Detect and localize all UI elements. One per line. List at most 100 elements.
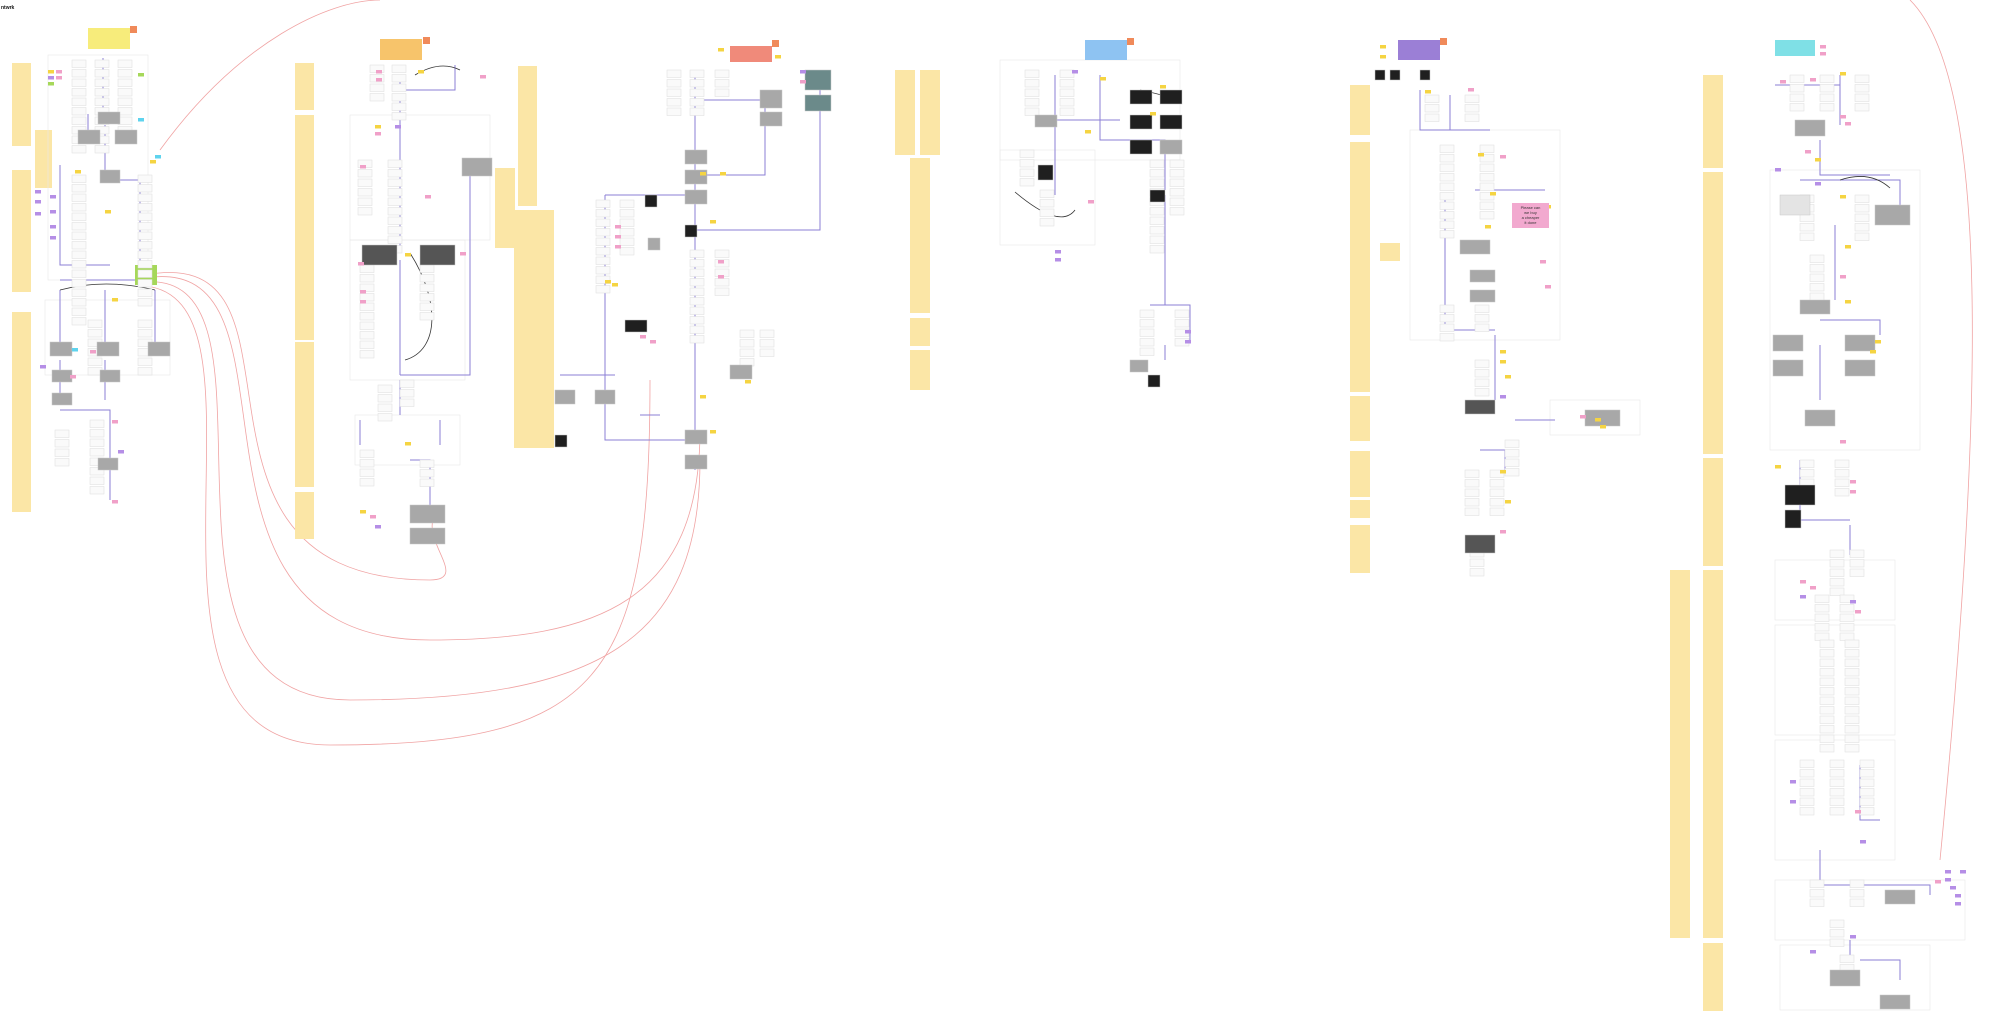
tag-label[interactable] — [1850, 600, 1856, 604]
flow-card[interactable] — [71, 78, 87, 87]
flow-card[interactable] — [137, 329, 153, 338]
flow-card[interactable] — [689, 306, 705, 315]
screen-thumbnail[interactable] — [1874, 204, 1911, 226]
flow-card[interactable] — [419, 302, 435, 311]
tag-label[interactable] — [1855, 810, 1861, 814]
flow-card[interactable] — [1859, 759, 1875, 768]
flow-card[interactable] — [1474, 378, 1490, 387]
flow-card[interactable] — [71, 231, 87, 240]
screen-thumbnail[interactable] — [97, 457, 119, 471]
flow-card[interactable] — [71, 250, 87, 259]
screen-thumbnail[interactable] — [1794, 119, 1826, 137]
flow-card[interactable] — [739, 329, 755, 338]
tag-label[interactable] — [700, 172, 706, 176]
flow-card[interactable] — [387, 188, 403, 197]
flow-card[interactable] — [1139, 328, 1155, 337]
screen-thumbnail[interactable] — [1037, 164, 1054, 181]
screen-thumbnail[interactable] — [1469, 269, 1496, 283]
tag-label[interactable] — [1945, 870, 1951, 874]
flow-card[interactable] — [1439, 323, 1455, 332]
screen-thumbnail[interactable] — [1459, 239, 1491, 255]
flow-card[interactable] — [1809, 879, 1825, 888]
flow-card[interactable] — [359, 459, 375, 468]
flow-card[interactable] — [54, 439, 70, 448]
flow-card[interactable] — [1149, 159, 1165, 168]
flow-card[interactable] — [595, 237, 611, 246]
flow-card[interactable] — [1814, 632, 1830, 641]
flow-card[interactable] — [1024, 107, 1040, 116]
flow-card[interactable] — [89, 467, 105, 476]
flow-card[interactable] — [137, 250, 153, 259]
flow-card[interactable] — [1169, 207, 1185, 216]
flow-card[interactable] — [137, 231, 153, 240]
tag-label[interactable] — [1850, 935, 1856, 939]
flow-card[interactable] — [71, 307, 87, 316]
flow-card[interactable] — [377, 384, 393, 393]
flow-card[interactable] — [71, 269, 87, 278]
tag-label[interactable] — [1850, 490, 1856, 494]
flow-card[interactable] — [1149, 207, 1165, 216]
flow-card[interactable] — [1819, 649, 1835, 658]
tag-label[interactable] — [90, 350, 96, 354]
flow-card[interactable] — [1834, 469, 1850, 478]
flow-card[interactable] — [619, 237, 635, 246]
flow-card[interactable] — [357, 169, 373, 178]
flow-card[interactable] — [359, 312, 375, 321]
flow-card[interactable] — [387, 226, 403, 235]
flow-card[interactable] — [1854, 103, 1870, 112]
screen-thumbnail[interactable] — [77, 129, 101, 145]
flow-card[interactable] — [1809, 889, 1825, 898]
flow-card[interactable] — [1854, 232, 1870, 241]
flow-card[interactable] — [1139, 347, 1155, 356]
flow-card[interactable] — [89, 429, 105, 438]
flow-card[interactable] — [391, 112, 407, 121]
screen-thumbnail[interactable] — [1129, 139, 1153, 155]
flow-card[interactable] — [391, 64, 407, 73]
flow-card[interactable] — [89, 419, 105, 428]
flow-card[interactable] — [1854, 74, 1870, 83]
flow-card[interactable] — [1139, 309, 1155, 318]
tag-label[interactable] — [605, 280, 611, 284]
tag-label[interactable] — [1875, 340, 1881, 344]
flow-card[interactable] — [1809, 283, 1825, 292]
flow-card[interactable] — [419, 264, 435, 273]
flow-card[interactable] — [1139, 338, 1155, 347]
screen-thumbnail[interactable] — [1129, 114, 1153, 130]
flow-card[interactable] — [1139, 319, 1155, 328]
flow-card[interactable] — [1149, 235, 1165, 244]
tag-label[interactable] — [405, 253, 411, 257]
flow-card[interactable] — [1024, 88, 1040, 97]
tag-label[interactable] — [1100, 77, 1106, 81]
flow-card[interactable] — [595, 228, 611, 237]
flow-card[interactable] — [1439, 314, 1455, 323]
flow-card[interactable] — [359, 293, 375, 302]
flow-card[interactable] — [1844, 734, 1860, 743]
screen-thumbnail[interactable] — [419, 244, 456, 266]
flow-card[interactable] — [137, 222, 153, 231]
flow-card[interactable] — [1504, 468, 1520, 477]
flow-card[interactable] — [377, 403, 393, 412]
flow-card[interactable] — [387, 207, 403, 216]
screen-thumbnail[interactable] — [99, 169, 121, 184]
flow-card[interactable] — [89, 448, 105, 457]
flow-card[interactable] — [1799, 223, 1815, 232]
tag-label[interactable] — [1055, 250, 1061, 254]
flow-card[interactable] — [54, 429, 70, 438]
flow-card[interactable] — [714, 69, 730, 78]
tag-label[interactable] — [360, 510, 366, 514]
flow-card[interactable] — [1859, 769, 1875, 778]
flow-card[interactable] — [1819, 74, 1835, 83]
tag-label[interactable] — [718, 260, 724, 264]
flow-card[interactable] — [619, 218, 635, 227]
flow-card[interactable] — [1829, 778, 1845, 787]
tag-label[interactable] — [1185, 330, 1191, 334]
tag-label[interactable] — [1935, 880, 1941, 884]
screen-thumbnail[interactable] — [409, 527, 446, 545]
flow-card[interactable] — [1829, 929, 1845, 938]
tag-label[interactable] — [1960, 870, 1966, 874]
tag-label[interactable] — [1505, 500, 1511, 504]
tag-label[interactable] — [48, 82, 54, 86]
flow-card[interactable] — [1474, 323, 1490, 332]
flow-card[interactable] — [689, 268, 705, 277]
screen-thumbnail[interactable] — [1374, 69, 1386, 81]
